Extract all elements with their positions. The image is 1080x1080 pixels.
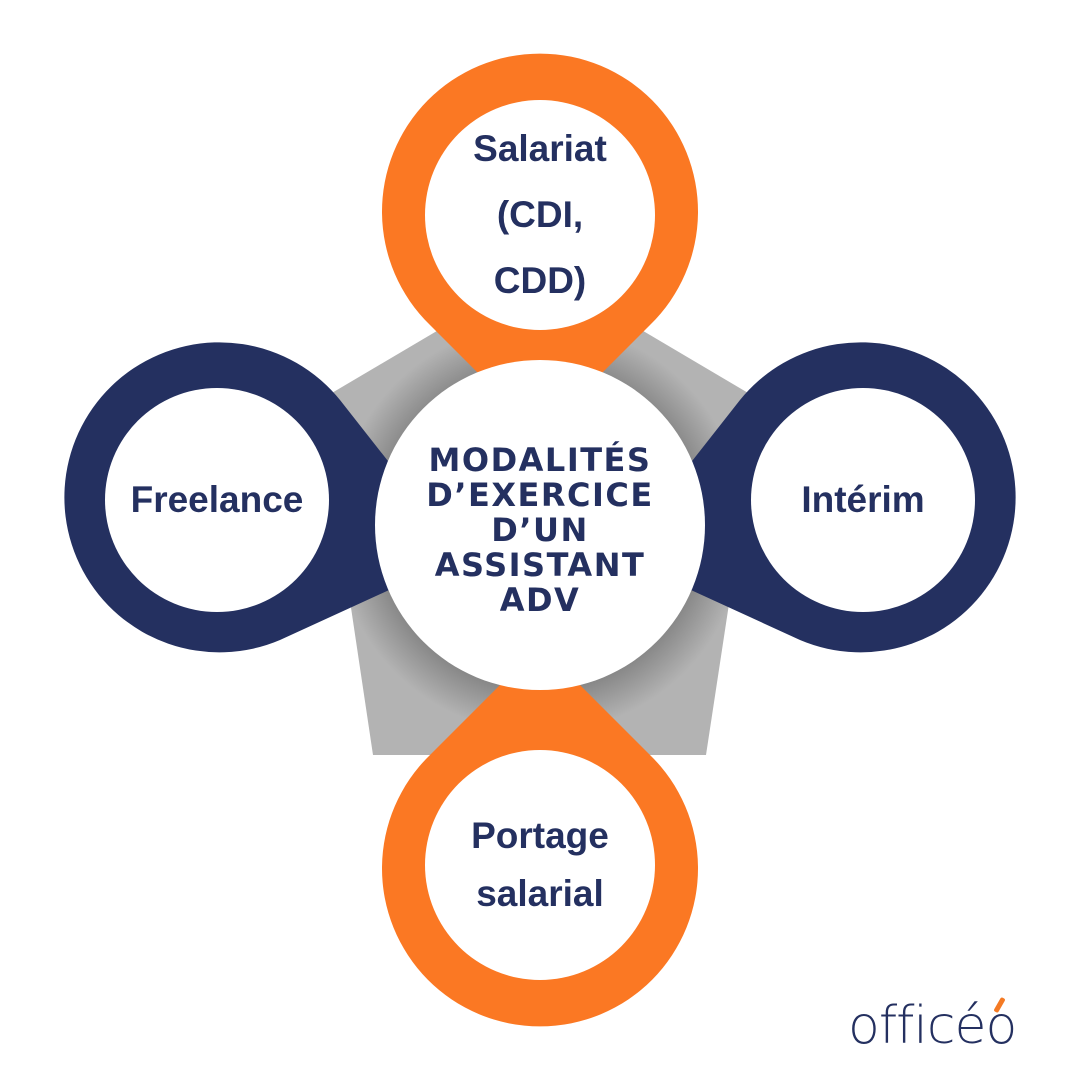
center-line-3: D’UN — [491, 510, 589, 549]
center-line-1: MODALITÉS — [428, 440, 652, 479]
pin-top-line-1: Salariat — [473, 128, 607, 169]
center-title: MODALITÉS D’EXERCICE D’UN ASSISTANT ADV — [385, 435, 695, 625]
center-line-4: ASSISTANT — [434, 545, 646, 584]
officeo-logo: officéo — [848, 996, 1017, 1056]
center-circle — [375, 360, 705, 690]
pin-top-line-2: (CDI, — [496, 194, 584, 235]
pin-bottom-line-1: Portage — [471, 815, 609, 856]
pin-right — [680, 342, 1016, 653]
pin-top — [382, 53, 698, 415]
pin-top-line-3: CDD) — [493, 260, 587, 301]
pin-right-line-1: Intérim — [801, 479, 925, 520]
pin-left-line-1: Freelance — [130, 479, 304, 520]
pin-bottom-label: Portage salarial — [425, 750, 655, 980]
center-line-2: D’EXERCICE — [426, 475, 654, 514]
pin-top-label: Salariat (CDI, CDD) — [425, 100, 655, 330]
center-line-5: ADV — [499, 580, 581, 619]
pin-bottom-line-2: salarial — [476, 873, 604, 914]
pin-right-label: Intérim — [748, 385, 978, 615]
pin-left-label: Freelance — [102, 385, 332, 615]
pin-bottom — [382, 665, 698, 1027]
pin-left — [64, 342, 401, 653]
